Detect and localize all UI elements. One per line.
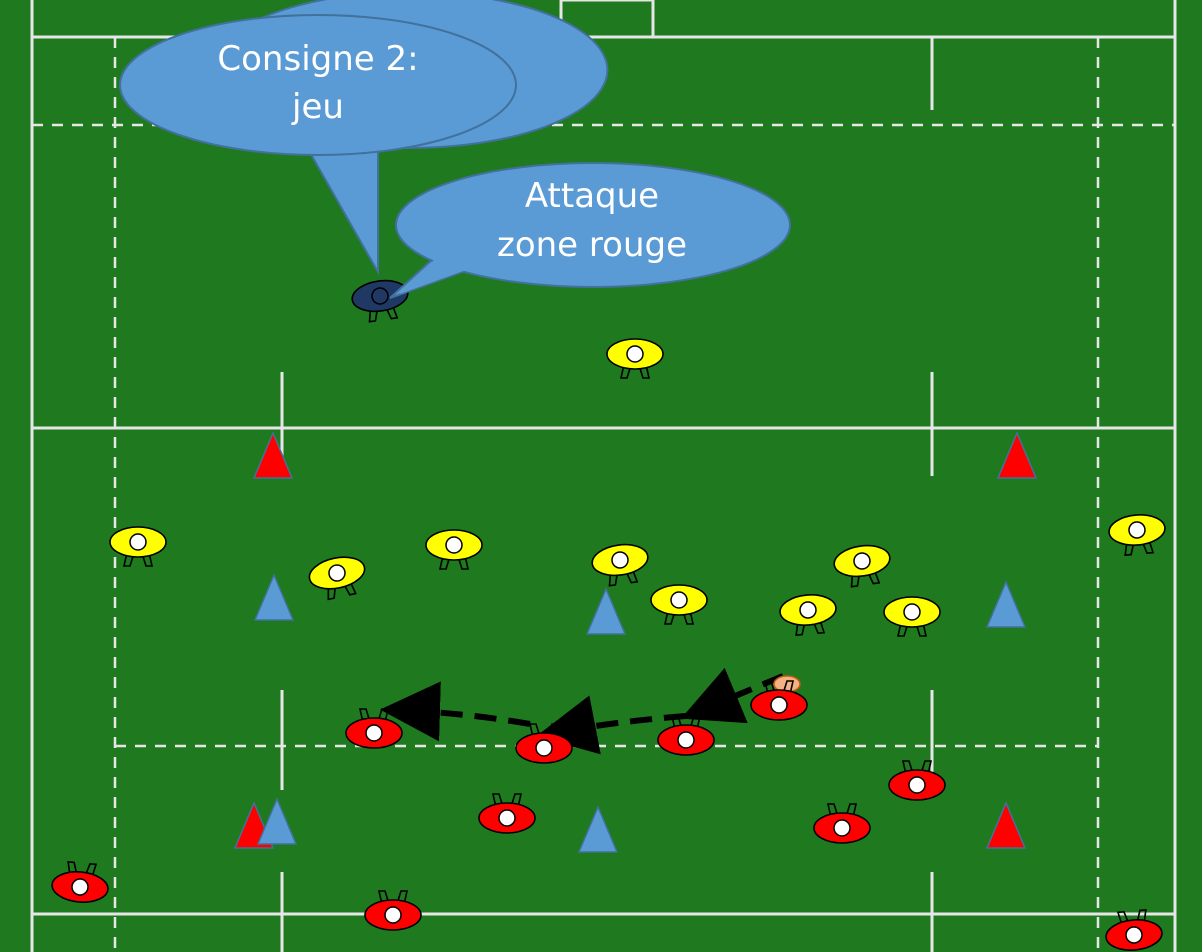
callout-consigne-line1: Consigne 2:	[217, 39, 418, 79]
blue-cone-icon	[253, 573, 295, 621]
callout-attaque-line1: Attaque	[525, 176, 659, 216]
callout-consigne-line2: jeu	[291, 87, 344, 127]
callout-consigne: Consigne 2: jeu	[119, 0, 609, 276]
red-player-icon	[515, 723, 573, 764]
red-cone-icon	[985, 801, 1027, 849]
blue-cone-icon	[256, 797, 298, 845]
pass-arrows	[380, 667, 785, 755]
yellow-player-icon	[591, 543, 649, 587]
callout-consigne-ellipse	[119, 14, 517, 156]
yellow-player-icon	[425, 529, 483, 570]
red-player-icon	[813, 803, 871, 844]
yellow-player-icon	[833, 544, 891, 588]
top-post-marker	[559, 0, 655, 39]
yellow-player-icon	[883, 596, 941, 637]
pass-arrow	[680, 667, 785, 724]
players-layer	[51, 279, 1166, 951]
cones-layer	[233, 431, 1038, 853]
red-player-icon	[345, 708, 403, 749]
yellow-player-icon	[779, 594, 837, 637]
callout-attaque-ellipse	[395, 162, 791, 288]
red-player-icon	[1105, 908, 1163, 951]
red-player-icon	[657, 715, 715, 756]
red-player-icon	[364, 890, 422, 931]
red-player-icon	[51, 860, 109, 903]
pass-arrow	[380, 681, 531, 742]
yellow-player-icon	[606, 338, 664, 379]
blue-cone-icon	[985, 580, 1027, 628]
red-player-icon	[888, 760, 946, 801]
yellow-player-icon	[1108, 514, 1166, 557]
yellow-player-icon	[308, 556, 366, 601]
yellow-player-icon	[109, 526, 167, 567]
callout-attaque: Attaque zone rouge	[389, 162, 791, 299]
red-player-icon	[750, 680, 808, 721]
red-player-icon	[478, 793, 536, 834]
blue-cone-icon	[577, 805, 619, 853]
red-cone-icon	[996, 431, 1038, 479]
pass-arrow	[536, 695, 687, 755]
red-cone-icon	[252, 431, 294, 479]
callout-attaque-line2: zone rouge	[497, 225, 687, 265]
blue-cone-icon	[585, 587, 627, 635]
yellow-player-icon	[650, 584, 708, 625]
